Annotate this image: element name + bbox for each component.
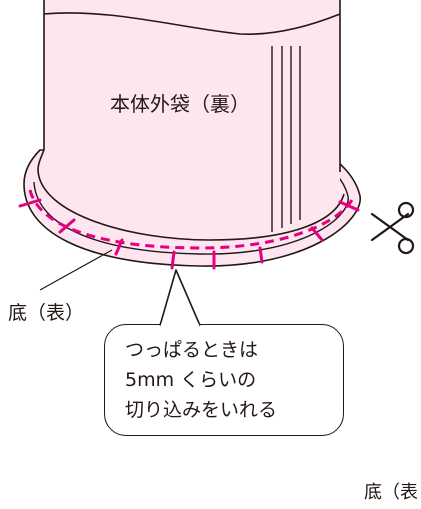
callout-line-1: つっぱるときは — [125, 339, 259, 361]
callout-bubble: つっぱるときは 5mm くらいの 切り込みをいれる — [104, 324, 344, 436]
bottom-leader-line — [39, 249, 113, 291]
clip-notch — [258, 246, 264, 264]
clip-notch — [58, 218, 76, 234]
label-body-bag-inside: 本体外袋（裏） — [110, 92, 250, 116]
label-bottom-outside: 底（表） — [8, 302, 85, 324]
clip-notch — [310, 226, 324, 242]
main-bag-body — [37, 0, 340, 236]
callout-line-3: 切り込みをいれる — [125, 399, 278, 421]
clip-notch — [338, 200, 360, 212]
clip-notch — [170, 250, 176, 270]
label-bottom-outside-repeat: 底（表 — [364, 482, 418, 503]
clip-notch — [18, 198, 42, 208]
clip-notch — [114, 238, 124, 256]
bag-top-edge — [43, 12, 341, 35]
callout-line-2: 5mm くらいの — [125, 369, 257, 391]
scissors-icon — [370, 201, 415, 255]
bag-bottom-edge — [37, 149, 345, 241]
clip-notches — [18, 198, 360, 270]
